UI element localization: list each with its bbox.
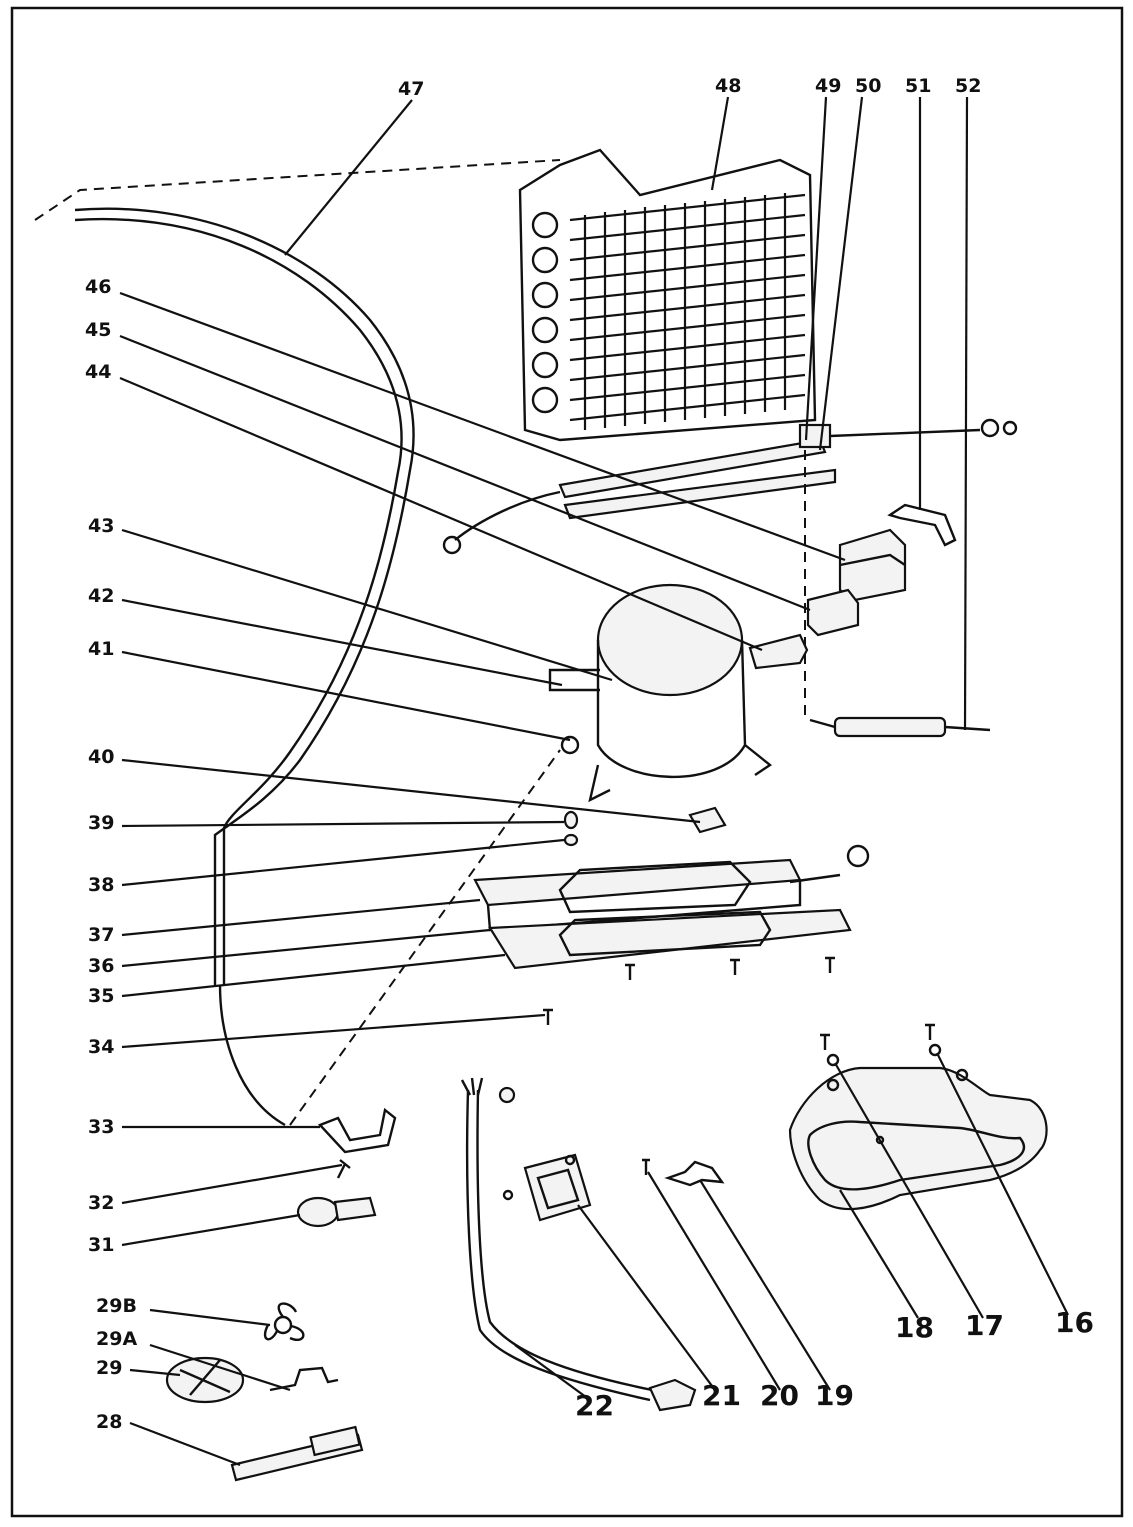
- callout-50: 50: [855, 75, 881, 97]
- callout-29B: 29B: [96, 1295, 137, 1317]
- callout-28: 28: [96, 1411, 122, 1433]
- callout-35: 35: [88, 985, 114, 1007]
- callout-16: 16: [1055, 1306, 1094, 1339]
- callout-31: 31: [88, 1234, 114, 1256]
- callout-43: 43: [88, 515, 114, 537]
- compressor-43: [548, 583, 773, 803]
- callouts-top: 47 48 49 50 51 52: [398, 75, 981, 100]
- callouts-bottom: 22 21 20 19 18 17 16: [575, 1306, 1094, 1422]
- clip-51: [887, 503, 957, 547]
- callout-51: 51: [905, 75, 931, 97]
- callout-20: 20: [760, 1379, 799, 1412]
- bracket-33: [317, 1107, 397, 1154]
- callout-37: 37: [88, 924, 114, 946]
- callout-47: 47: [398, 78, 424, 100]
- fan-motor-29: [165, 1356, 245, 1404]
- clamp-31: [296, 1196, 377, 1228]
- callout-33: 33: [88, 1116, 114, 1138]
- callout-41: 41: [88, 638, 114, 660]
- terminal-box-21: [502, 1153, 592, 1222]
- evaporator-48: [518, 148, 817, 442]
- grommet-38: [563, 833, 579, 847]
- callout-29: 29: [96, 1357, 122, 1379]
- suction-tube-47: [34, 159, 561, 1127]
- screw-32: [336, 1159, 351, 1179]
- leader-lines: [119, 96, 1069, 1467]
- callout-34: 34: [88, 1036, 114, 1058]
- fan-bracket-29A: [269, 1366, 339, 1392]
- screws-16-17: [820, 1023, 942, 1067]
- callout-40: 40: [88, 746, 114, 768]
- relay-44: [748, 633, 809, 670]
- screws-34: [543, 956, 835, 1025]
- evaporator-tube-bends: [531, 211, 559, 414]
- defrost-heater-49-50: [442, 418, 1018, 720]
- callout-39: 39: [88, 812, 114, 834]
- callout-36: 36: [88, 955, 114, 977]
- callout-42: 42: [88, 585, 114, 607]
- clip-19: [664, 1160, 725, 1187]
- callout-52: 52: [955, 75, 981, 97]
- box-45: [806, 588, 860, 637]
- callout-38: 38: [88, 874, 114, 896]
- callouts-left: 46 45 44 43 42 41 40 39 38 37 36 35 34 3…: [85, 276, 137, 1433]
- callout-32: 32: [88, 1192, 114, 1214]
- callout-17: 17: [965, 1309, 1004, 1342]
- callout-21: 21: [702, 1379, 741, 1412]
- callout-29A: 29A: [96, 1328, 137, 1350]
- callout-19: 19: [815, 1379, 854, 1412]
- sensor-52: [809, 716, 991, 738]
- callout-44: 44: [85, 361, 111, 383]
- diagram-frame: [10, 6, 1124, 1518]
- drain-pan-16-18: [788, 1066, 1048, 1211]
- callout-45: 45: [85, 319, 111, 341]
- fan-blade-29B: [263, 1302, 305, 1341]
- callout-48: 48: [715, 75, 741, 97]
- callout-46: 46: [85, 276, 111, 298]
- screw-20: [642, 1158, 650, 1175]
- grommet-39: [563, 810, 579, 830]
- evaporator-fins: [569, 193, 806, 430]
- callout-18: 18: [895, 1311, 934, 1344]
- callout-49: 49: [815, 75, 841, 97]
- compressor-base-35-37: [473, 844, 870, 970]
- callout-22: 22: [575, 1389, 614, 1422]
- overload-40: [688, 806, 727, 834]
- power-cord-22: [460, 1077, 697, 1412]
- box-46: [838, 528, 907, 602]
- heater-strip-28: [230, 1425, 364, 1482]
